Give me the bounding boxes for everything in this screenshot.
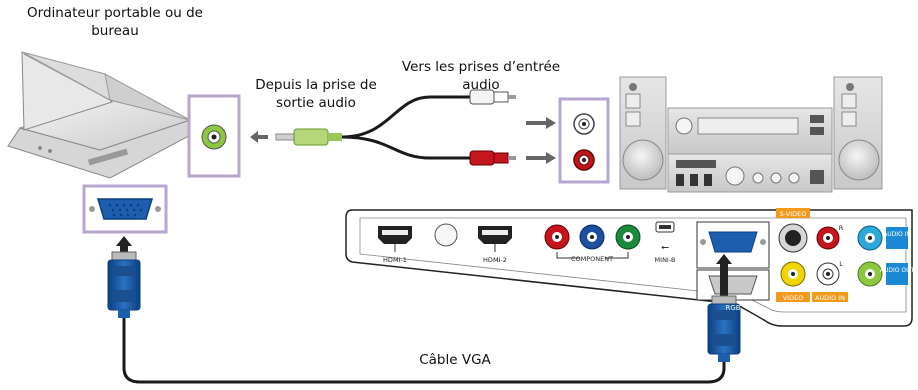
component-ports <box>544 224 641 259</box>
hdmi-2-label: HDMI-2 <box>483 256 507 264</box>
video-port <box>776 261 810 302</box>
rgb-in-port <box>696 221 770 269</box>
audio-out-jack-label: AUDIO OUT <box>880 267 915 274</box>
hdmi-1-label: HDMI-1 <box>383 256 407 264</box>
video-label: VIDEO <box>783 294 804 302</box>
vga-plug-right-icon <box>707 295 741 362</box>
hdmi-1-port <box>378 226 412 252</box>
audio-in-jack <box>857 225 908 251</box>
rca-red-plug-icon <box>469 150 516 166</box>
y-cable <box>341 95 470 139</box>
y-cable-branch <box>341 135 470 160</box>
computer-label: Ordinateur portable ou de bureau <box>2 4 228 40</box>
audio-in-label-line2: audio <box>462 77 500 93</box>
vga-cable-label: Câble VGA <box>419 352 491 368</box>
audio-in-label-line1: Vers les prises d’entrée <box>401 59 561 75</box>
s-video-port <box>776 208 810 253</box>
audio-in-port-panel <box>558 97 610 184</box>
audio-out-jack <box>857 261 908 287</box>
vga-plug-left-icon <box>107 251 141 318</box>
vga-cable <box>122 318 726 384</box>
arrow-right-icon <box>526 117 556 129</box>
arrow-left-icon <box>250 131 268 143</box>
mini-jack-plug-icon <box>275 128 342 146</box>
arrow-right-icon <box>526 152 556 164</box>
audio-out-label-line1: Depuis la prise de <box>255 77 377 93</box>
audio-out-label-line2: sortie audio <box>276 95 356 111</box>
computer-label-line2: bureau <box>91 23 139 39</box>
l-label: L <box>839 260 843 268</box>
component-label: COMPONENT <box>571 255 613 263</box>
mini-b-usb-port: ⭠ <box>655 221 675 253</box>
mini-b-label: MINI-B <box>655 256 676 264</box>
arrow-up-icon <box>116 236 132 252</box>
audio-in-panel-label: AUDIO IN <box>815 294 845 302</box>
laptop-icon <box>7 51 201 179</box>
computer-label-line1: Ordinateur portable ou de <box>27 5 203 21</box>
audio-out-label: Depuis la prise de sortie audio <box>246 76 386 112</box>
stereo-system-icon <box>619 76 883 193</box>
audio-in-rl-ports <box>812 226 848 302</box>
r-label: R <box>839 224 844 232</box>
rca-white-plug-icon <box>469 89 516 105</box>
laptop-vga-port-panel <box>82 184 168 234</box>
audio-in-jack-label: AUDIO IN <box>883 231 911 238</box>
audio-in-label: Vers les prises d’entrée audio <box>388 58 574 94</box>
audio-out-port-panel <box>187 94 241 178</box>
s-video-label: S-VIDEO <box>780 210 807 218</box>
rgb-label: RGB <box>725 304 740 312</box>
svg-text:⭠: ⭠ <box>661 242 669 253</box>
hdmi-2-port <box>478 226 512 252</box>
dc-port <box>434 223 458 247</box>
arrow-up-icon <box>716 254 732 296</box>
